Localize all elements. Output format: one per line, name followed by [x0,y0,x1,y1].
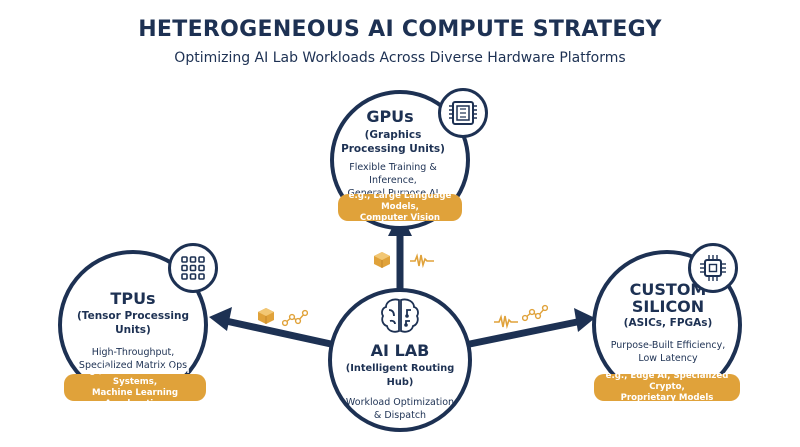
tpus-example-1: e.g., Recommendation Systems, [80,365,190,387]
asic-chip-icon [700,255,726,281]
gpus-title: GPUs [366,107,414,126]
tpus-example-pill: e.g., Recommendation Systems, Machine Le… [64,366,206,409]
tpus-example-2: Machine Learning Acceleration [91,387,179,409]
gpus-description-2: General Purpose AI [332,187,454,200]
ai-lab-title: AI LAB [370,341,430,360]
arrowhead-custom-silicon [574,308,595,332]
ai-lab-description-2: & Dispatch [373,410,427,421]
tpus-title: TPUs [110,289,156,308]
custom-silicon-title-2: SILICON [631,297,705,316]
tpus-description-1: High-Throughput, [91,347,175,358]
arrow-to-custom-silicon [459,318,578,350]
tpus-subtitle: (Tensor Processing Units) [77,310,189,336]
signal-wave-icon [410,253,434,269]
gpus-example-2: Computer Vision [359,213,441,223]
tpus-text: TPUs (Tensor Processing Units) High-Thro… [62,290,204,372]
gpus-subtitle-1: (Graphics [364,129,422,141]
gpus-icon-badge [438,88,488,138]
data-cube-icon [374,252,390,268]
ai-lab-description-1: Workload Optimization [345,397,455,408]
diagram-title: HETEROGENEOUS AI COMPUTE STRATEGY [138,17,662,42]
signal-wave-icon [494,314,518,330]
custom-silicon-icon-badge [688,243,738,293]
matrix-grid-icon [181,256,205,280]
gpus-subtitle-2: Processing Units) [341,143,445,155]
gpus-description-1: Flexible Training & Inference, [349,162,437,186]
brain-circuit-icon [381,298,419,333]
gpus-example-1: e.g., Large Language Models, [348,191,452,212]
network-nodes-icon [522,304,548,322]
custom-silicon-example-2: Proprietary Models [620,393,714,403]
tpus-icon-badge [168,243,218,293]
data-cube-icon [258,308,274,324]
custom-silicon-example-pill: e.g., Edge AI, Specialized Crypto, Propr… [594,371,740,403]
ai-lab-hub-node [328,288,472,432]
custom-silicon-text: CUSTOM SILICON (ASICs, FPGAs) Purpose-Bu… [598,281,738,365]
gpus-example-pill: e.g., Large Language Models, Computer Vi… [338,191,462,223]
custom-silicon-subtitle: (ASICs, FPGAs) [623,317,713,329]
gpu-chip-icon [449,101,477,125]
custom-silicon-description-1: Purpose-Built Efficiency, [610,340,726,351]
custom-silicon-example-1: e.g., Edge AI, Specialized Crypto, [605,371,729,392]
ai-lab-subtitle: (Intelligent Routing Hub) [345,363,455,388]
ai-lab-text: AI LAB (Intelligent Routing Hub) Workloa… [332,342,468,422]
custom-silicon-description-2: Low Latency [638,353,698,364]
gpus-text: GPUs (Graphics Processing Units) Flexibl… [332,108,454,200]
custom-silicon-title-1: CUSTOM [629,280,707,299]
tpus-description-2: Specialized Matrix Ops [78,360,188,371]
arrow-to-tpus [225,317,341,350]
arrowhead-tpus [209,307,232,331]
network-nodes-icon [282,309,308,327]
diagram-subtitle: Optimizing AI Lab Workloads Across Diver… [174,50,626,66]
